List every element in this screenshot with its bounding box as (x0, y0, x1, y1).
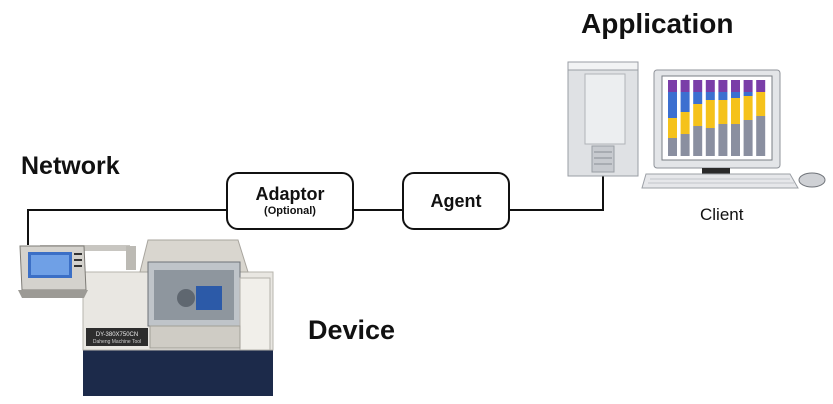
monitor-bar-segment (731, 124, 740, 156)
monitor-bar-segment (756, 116, 766, 156)
adaptor-sublabel: (Optional) (264, 205, 316, 217)
agent-node: Agent (402, 172, 510, 230)
server-tower (567, 61, 639, 177)
monitor-bar-segment (756, 92, 766, 116)
monitor-bar-segment (743, 120, 753, 156)
machine-plate-line2: Daheng Machine Tool (93, 339, 141, 345)
machine-nameplate (86, 328, 148, 346)
monitor-bar-segment (680, 134, 690, 156)
machine-door (239, 277, 271, 351)
network-line (27, 209, 226, 245)
monitor-bar-segment (731, 92, 740, 98)
monitor-bar-segment (718, 92, 728, 100)
machine-spindle (196, 286, 222, 310)
monitor-bar-segment (668, 92, 677, 118)
client-label: Client (700, 205, 744, 224)
monitor-bar-segment (693, 104, 703, 126)
monitor-bar-segment (693, 126, 703, 156)
monitor-bar-segment (668, 138, 677, 156)
monitor-bar-segment (743, 92, 753, 96)
mouse (798, 172, 826, 188)
monitor-bar-segment (693, 92, 703, 104)
adaptor-label: Adaptor (255, 184, 325, 204)
monitor-bar-chart (668, 80, 766, 156)
monitor-bar-segment (718, 124, 728, 156)
monitor-bar-segment (705, 100, 715, 128)
machine-plate-line1: DY-380X750CN (96, 332, 138, 338)
control-panel (18, 245, 88, 298)
monitor-bar-segment (693, 80, 703, 92)
monitor-bar-segment (743, 80, 753, 92)
keyboard (641, 173, 799, 189)
monitor-bar-segment (756, 80, 766, 92)
network-label: Network (21, 152, 120, 180)
monitor-bar-segment (705, 92, 715, 100)
monitor-bar-segment (705, 80, 715, 92)
adaptor-node: Adaptor (Optional) (226, 172, 354, 230)
monitor-bar-segment (718, 80, 728, 92)
monitor-bar-segment (680, 80, 690, 92)
monitor-bar-segment (731, 80, 740, 92)
machine-base (83, 348, 273, 396)
monitor-bar-segment (743, 96, 753, 120)
application-label: Application (581, 8, 734, 39)
monitor-bar-segment (680, 92, 690, 112)
monitor-bar-segment (731, 98, 740, 124)
device-label: Device (308, 315, 396, 345)
agent-server-line (506, 176, 604, 211)
monitor-bar-segment (718, 100, 728, 124)
agent-label: Agent (430, 191, 482, 211)
monitor-bar-segment (680, 112, 690, 134)
monitor-bar-segment (668, 118, 677, 138)
monitor-bar-segment (668, 80, 677, 92)
monitor-bar-segment (705, 128, 715, 156)
